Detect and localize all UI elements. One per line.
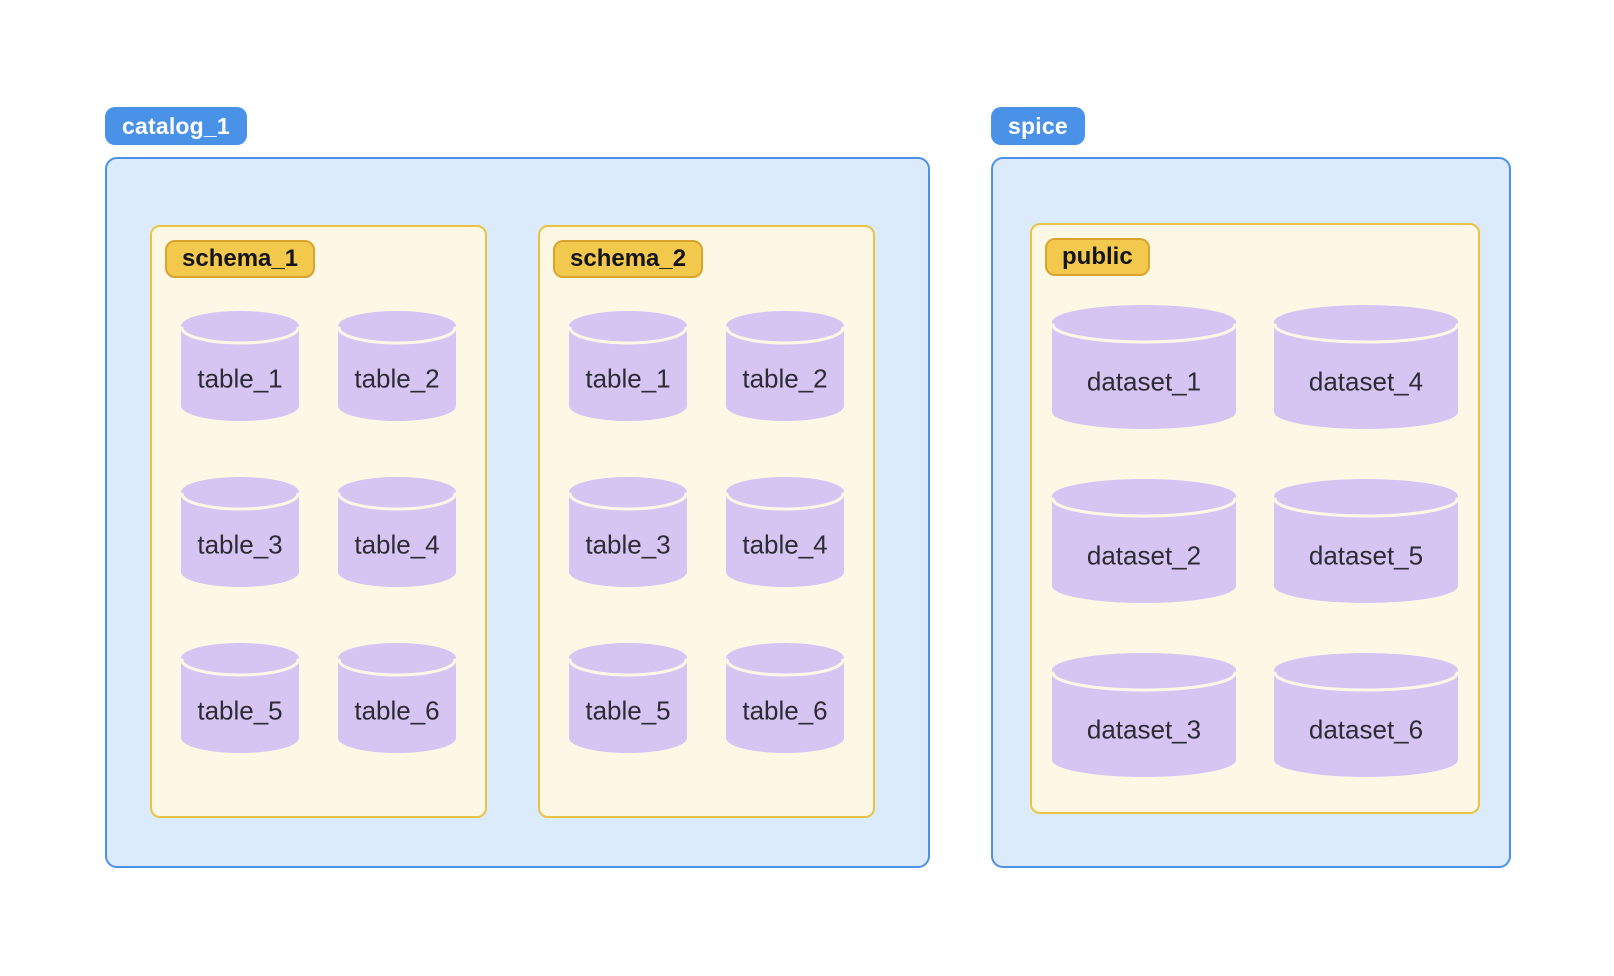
dataset-label: dataset_4 — [1308, 366, 1424, 397]
table-label: table_2 — [742, 363, 828, 394]
schema-2-box: schema_2 table_1 table_2 — [538, 225, 875, 818]
dataset-cylinder: dataset_3 — [1051, 652, 1237, 778]
database-cylinder-icon — [180, 311, 300, 421]
database-cylinder-icon — [1273, 479, 1459, 603]
schema-1-badge-label: schema_1 — [182, 245, 299, 272]
table-cylinder: table_6 — [337, 642, 457, 754]
spice-badge-label: spice — [1008, 112, 1068, 139]
public-box: public dataset_1 dataset_4 — [1030, 223, 1480, 814]
dataset-label: dataset_5 — [1308, 540, 1424, 571]
database-cylinder-icon — [568, 311, 688, 421]
dataset-label: dataset_1 — [1086, 366, 1202, 397]
table-label: table_4 — [742, 529, 828, 560]
table-cylinder: table_5 — [180, 642, 300, 754]
database-cylinder-icon — [1051, 305, 1237, 429]
database-cylinder-icon — [725, 311, 845, 421]
table-label: table_6 — [354, 695, 440, 726]
table-cylinder: table_4 — [725, 476, 845, 588]
database-cylinder-icon — [725, 477, 845, 587]
schema-2-badge-label: schema_2 — [570, 245, 687, 272]
table-label: table_6 — [742, 695, 828, 726]
table-cylinder: table_1 — [568, 310, 688, 422]
dataset-cylinder: dataset_5 — [1273, 478, 1459, 604]
table-cylinder: table_2 — [725, 310, 845, 422]
database-cylinder-icon — [1051, 479, 1237, 603]
table-label: table_3 — [585, 529, 671, 560]
spice-badge: spice — [991, 107, 1085, 145]
table-cylinder: table_5 — [568, 642, 688, 754]
schema-1-badge: schema_1 — [165, 240, 316, 278]
table-label: table_1 — [585, 363, 671, 394]
database-cylinder-icon — [337, 643, 457, 753]
dataset-label: dataset_3 — [1086, 714, 1202, 745]
table-cylinder: table_3 — [568, 476, 688, 588]
database-cylinder-icon — [1273, 305, 1459, 429]
database-cylinder-icon — [180, 643, 300, 753]
database-cylinder-icon — [568, 477, 688, 587]
dataset-cylinder: dataset_6 — [1273, 652, 1459, 778]
table-cylinder: table_3 — [180, 476, 300, 588]
table-label: table_5 — [585, 695, 671, 726]
catalog-badge-label: catalog_1 — [122, 112, 230, 139]
dataset-cylinder: dataset_2 — [1051, 478, 1237, 604]
database-cylinder-icon — [1273, 653, 1459, 777]
dataset-cylinder: dataset_1 — [1051, 304, 1237, 430]
dataset-cylinder: dataset_4 — [1273, 304, 1459, 430]
table-cylinder: table_2 — [337, 310, 457, 422]
table-label: table_3 — [197, 529, 283, 560]
schema-1-box: schema_1 table_1 table_2 — [150, 225, 487, 818]
spice-container: public dataset_1 dataset_4 — [991, 157, 1511, 868]
database-cylinder-icon — [337, 311, 457, 421]
schema-2-table-grid: table_1 table_2 table_3 — [568, 310, 845, 754]
schema-2-badge: schema_2 — [553, 240, 704, 278]
public-badge-label: public — [1062, 243, 1133, 270]
dataset-label: dataset_6 — [1308, 714, 1424, 745]
table-label: table_2 — [354, 363, 440, 394]
dataset-label: dataset_2 — [1086, 540, 1202, 571]
public-dataset-grid: dataset_1 dataset_4 dataset_2 — [1051, 304, 1459, 778]
public-badge: public — [1045, 238, 1150, 276]
table-cylinder: table_1 — [180, 310, 300, 422]
database-cylinder-icon — [568, 643, 688, 753]
catalog-badge: catalog_1 — [105, 107, 247, 145]
table-cylinder: table_6 — [725, 642, 845, 754]
database-cylinder-icon — [725, 643, 845, 753]
table-label: table_1 — [197, 363, 283, 394]
table-cylinder: table_4 — [337, 476, 457, 588]
database-cylinder-icon — [1051, 653, 1237, 777]
table-label: table_5 — [197, 695, 283, 726]
database-cylinder-icon — [337, 477, 457, 587]
schema-1-table-grid: table_1 table_2 table_3 — [180, 310, 457, 754]
catalog-container: schema_1 table_1 table_2 — [105, 157, 930, 868]
table-label: table_4 — [354, 529, 440, 560]
database-cylinder-icon — [180, 477, 300, 587]
